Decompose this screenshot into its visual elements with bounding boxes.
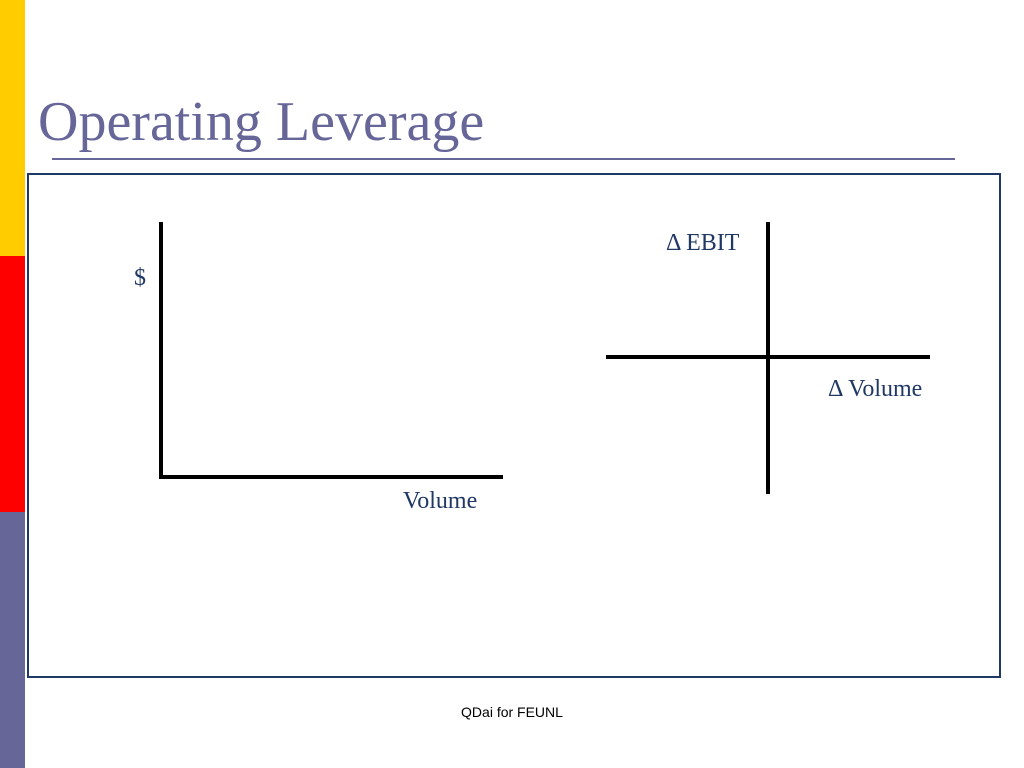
left-graph-y-label: $ [134, 265, 146, 291]
slide-title: Operating Leverage [38, 91, 485, 153]
right-graph-x-label: Δ Volume [828, 376, 922, 402]
accent-bar-red [0, 256, 25, 512]
slide-footer: QDai for FEUNL [461, 704, 563, 720]
content-box [27, 173, 1001, 678]
right-graph: Δ EBIT Δ Volume [606, 222, 930, 494]
accent-bar-purple [0, 512, 25, 768]
left-graph: $ Volume [134, 222, 503, 514]
accent-bar-yellow [0, 0, 25, 256]
left-graph-x-label: Volume [403, 488, 477, 514]
right-graph-y-label: Δ EBIT [666, 230, 740, 256]
title-underline [52, 158, 955, 160]
